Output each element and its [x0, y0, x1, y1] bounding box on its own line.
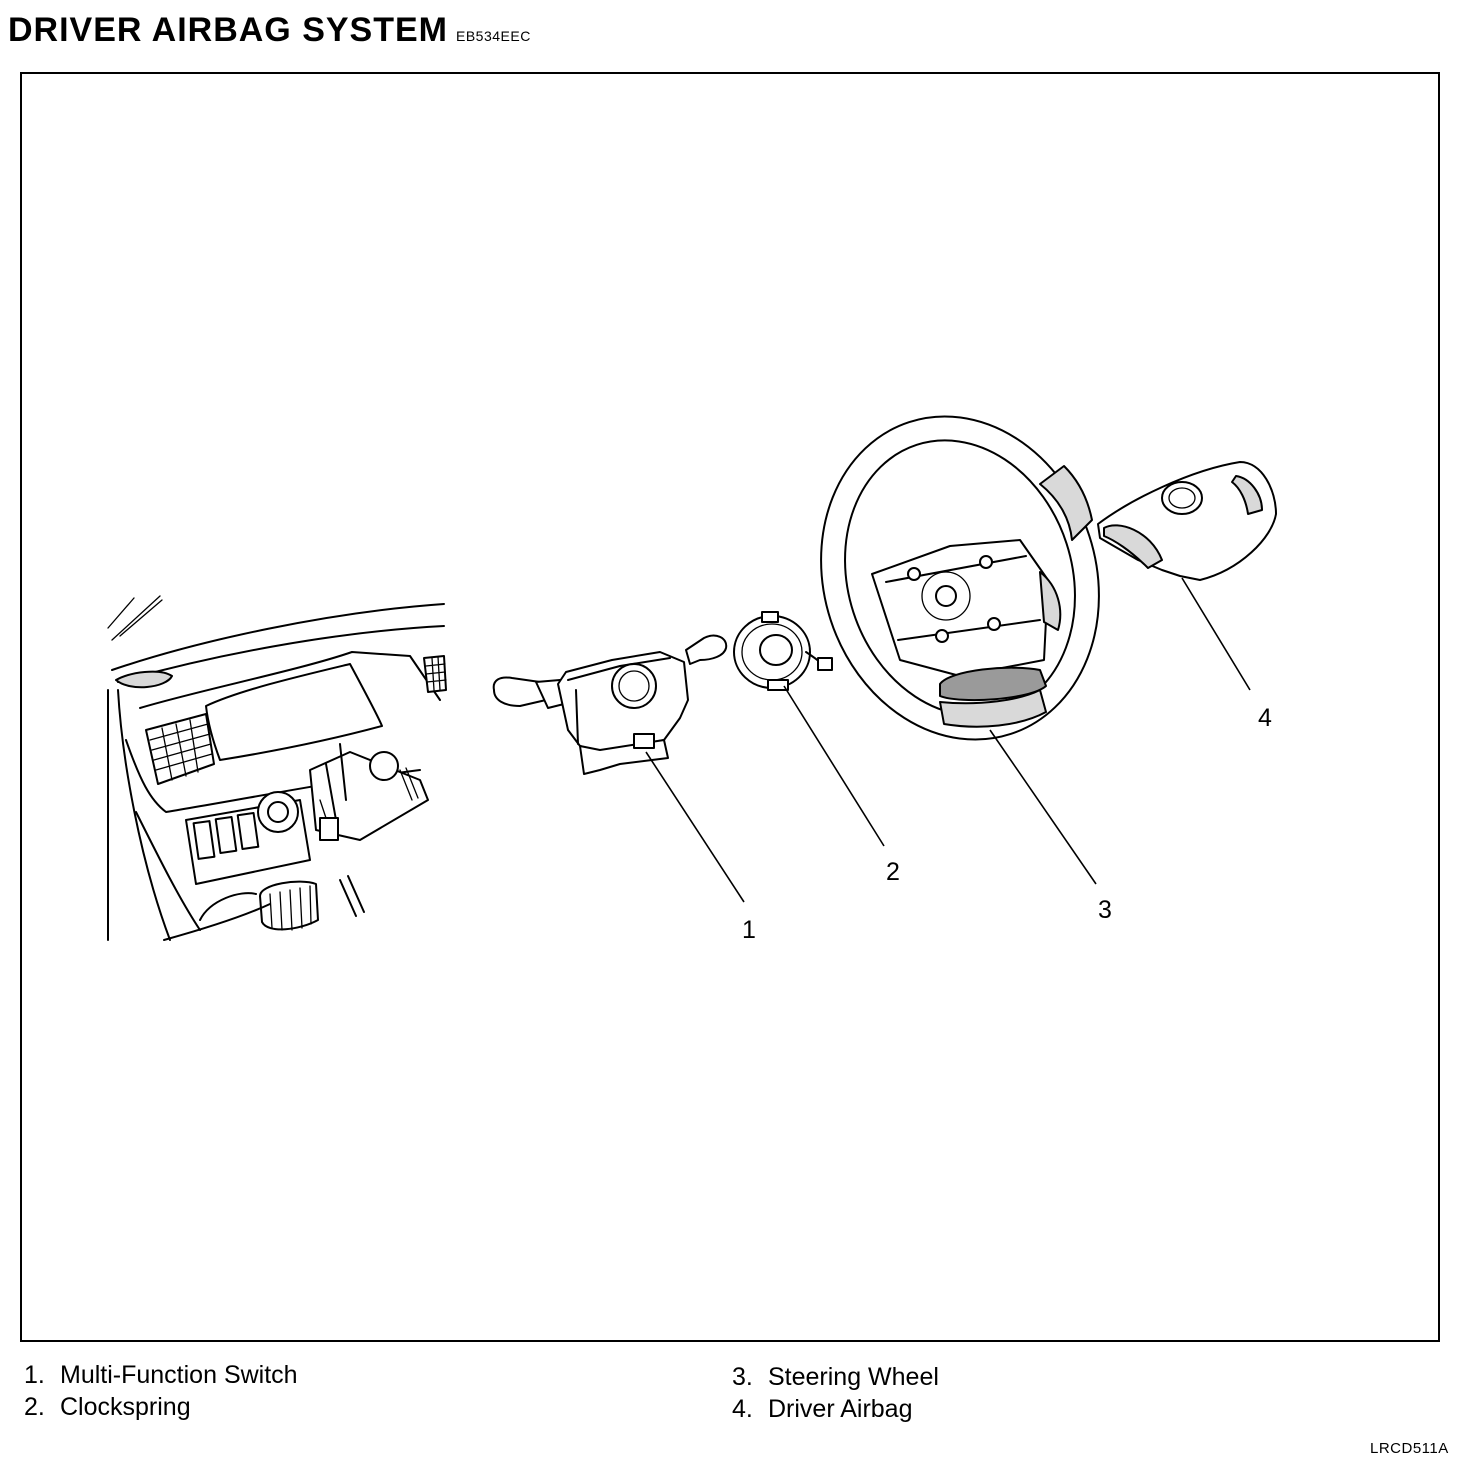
callout-2: 2 — [886, 858, 900, 886]
section-code: EB534EEC — [456, 28, 531, 44]
illustration-frame — [20, 72, 1440, 1342]
legend-label: Steering Wheel — [768, 1363, 939, 1391]
center-vent — [145, 713, 215, 785]
legend-item-3: 3. Steering Wheel — [732, 1362, 939, 1392]
legend-label: Multi-Function Switch — [60, 1361, 298, 1389]
callout-3: 3 — [1098, 896, 1112, 924]
figure-reference: LRCD511A — [1370, 1440, 1449, 1457]
callout-4: 4 — [1258, 704, 1272, 732]
driver-airbag-drawing — [1097, 461, 1277, 581]
legend-item-4: 4. Driver Airbag — [732, 1394, 913, 1424]
switch-panel — [185, 791, 311, 885]
leader-lines — [645, 577, 1251, 903]
clockspring-drawing — [733, 611, 833, 691]
legend-number: 3. — [732, 1363, 753, 1391]
callout-1: 1 — [742, 916, 756, 944]
legend-number: 4. — [732, 1395, 753, 1423]
dashboard-drawing — [107, 595, 447, 941]
legend-label: Driver Airbag — [768, 1395, 913, 1423]
page-title: DRIVER AIRBAG SYSTEM — [8, 10, 448, 50]
title-text: DRIVER AIRBAG SYSTEM — [8, 11, 449, 49]
legend-item-1: 1. Multi-Function Switch — [24, 1360, 298, 1390]
legend-label: Clockspring — [60, 1393, 191, 1421]
legend-item-2: 2. Clockspring — [24, 1392, 191, 1422]
side-grille — [423, 655, 447, 693]
steering-column — [163, 743, 429, 941]
legend-number: 2. — [24, 1393, 45, 1421]
legend-number: 1. — [24, 1361, 45, 1389]
steering-wheel-drawing — [820, 415, 1100, 741]
multi-function-switch-drawing — [492, 634, 728, 775]
